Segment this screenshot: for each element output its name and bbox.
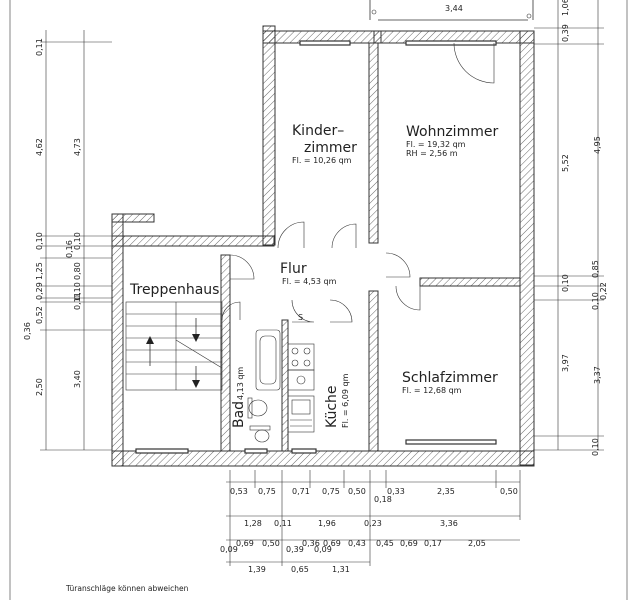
bottom-row-1: 0,53 0,75 0,71 0,75 0,50 0,33 2,35 0,50 … (230, 487, 518, 504)
dim-right-5: 0,10 (591, 292, 600, 310)
dim-b1-3: 0,75 (322, 487, 340, 496)
dim-b2-4: 3,36 (440, 519, 458, 528)
dim-left-1: 4,62 (35, 138, 44, 156)
dim-b4-2: 1,31 (332, 565, 350, 574)
kitchen-fixtures: S (287, 313, 315, 433)
dim-right-4: 0,85 (591, 260, 600, 278)
dim-left-12: 0,52 (35, 306, 44, 324)
schlafzimmer-name: Schlafzimmer (402, 370, 498, 386)
kinderzimmer-name-1: Kinder– (292, 123, 344, 139)
door-swing-note: Türanschläge können abweichen (66, 584, 189, 593)
bottom-row-2: 1,28 0,11 1,96 0,23 3,36 (244, 519, 458, 528)
right-dimension-lines (534, 0, 604, 451)
dim-b1-7: 0,50 (500, 487, 518, 496)
dim-b1-0: 0,53 (230, 487, 248, 496)
dim-b3-3: 0,69 (323, 539, 341, 548)
dim-right-0: 0,39 (561, 24, 570, 42)
flur-name: Flur (280, 261, 307, 277)
dim-left-6: 1,25 (35, 262, 44, 280)
dim-right-1: 5,52 (561, 154, 570, 172)
dim-left-0: 0,11 (35, 38, 44, 56)
dim-b2-3: 0,23 (364, 519, 382, 528)
dim-left-11: 0,36 (23, 322, 32, 340)
dim-b3-8: 2,05 (468, 539, 486, 548)
dim-left-13: 2,50 (35, 378, 44, 396)
dim-b2-1: 0,11 (274, 519, 292, 528)
dim-right-9: 0,10 (591, 438, 600, 456)
dim-b3-5: 0,45 (376, 539, 394, 548)
kueche-name: Küche (324, 385, 340, 428)
dim-b3-2: 0,36 (302, 539, 320, 548)
dim-right-2: 4,95 (593, 136, 602, 154)
bottom-dimension-lines (226, 470, 521, 566)
bottom-row-4: 1,39 0,65 1,31 (248, 565, 350, 574)
kueche-area: Fl. = 6,09 qm (341, 373, 350, 428)
dim-right-7: 3,97 (561, 354, 570, 372)
dim-b1-6: 2,35 (437, 487, 455, 496)
bathroom-fixtures (247, 329, 281, 443)
wohnzimmer-area: Fl. = 19,32 qm (406, 140, 466, 149)
dim-b3-0: 0,69 (236, 539, 254, 548)
dim-b1-4: 0,50 (348, 487, 366, 496)
dim-left-10: 0,11 (73, 292, 82, 310)
outer-walls (111, 25, 535, 467)
wohnzimmer-name: Wohnzimmer (406, 124, 498, 140)
dim-b4-1: 0,65 (291, 565, 309, 574)
dim-left-4: 0,16 (65, 240, 74, 258)
dim-right-3: 0,10 (561, 274, 570, 292)
dim-b1-1: 0,75 (258, 487, 276, 496)
wohnzimmer-height: RH = 2,56 m (406, 149, 458, 158)
dim-b3-9: 0,09 (220, 545, 238, 554)
dim-b4-0: 1,39 (248, 565, 266, 574)
dim-left-8: 0,29 (35, 282, 44, 300)
dim-right-6: 0,22 (599, 282, 608, 300)
bad-name: Bad (231, 401, 247, 428)
kitchen-mark: S (298, 313, 303, 322)
left-dimensions: 0,11 4,62 4,73 0,10 0,16 0,10 1,25 0,80 … (23, 38, 82, 396)
dim-b3-11: 0,09 (314, 545, 332, 554)
dim-left-14: 3,40 (73, 370, 82, 388)
kinderzimmer-name-2: zimmer (304, 140, 357, 156)
dim-b3-4: 0,43 (348, 539, 366, 548)
dim-left-9: 0,10 (73, 282, 82, 300)
balcony-dim: 3,44 (445, 4, 463, 13)
left-dimension-lines (40, 30, 112, 451)
dim-b3-6: 0,69 (400, 539, 418, 548)
dim-left-5: 0,10 (73, 232, 82, 250)
dim-b2-2: 1,96 (318, 519, 336, 528)
kinderzimmer-area: Fl. = 10,26 qm (292, 156, 352, 165)
right-dimensions: 0,39 5,52 4,95 0,10 0,85 0,10 0,22 3,97 … (561, 24, 608, 456)
bottom-row-3: 0,69 0,50 0,36 0,69 0,43 0,45 0,69 0,17 … (220, 539, 486, 554)
stairs (125, 301, 223, 391)
dim-b1-8: 0,18 (374, 495, 392, 504)
flur-area: Fl. = 4,53 qm (282, 277, 337, 286)
balcony: 3,44 (369, 0, 534, 21)
dim-b3-1: 0,50 (262, 539, 280, 548)
dim-left-2: 4,73 (73, 138, 82, 156)
dim-b3-10: 0,39 (286, 545, 304, 554)
bad-area: 4,13 qm (236, 367, 245, 400)
dim-b1-5: 0,33 (387, 487, 405, 496)
dim-left-3: 0,10 (35, 232, 44, 250)
dim-b3-7: 0,17 (424, 539, 442, 548)
doors (221, 42, 495, 323)
treppenhaus-name: Treppenhaus (129, 282, 219, 298)
dim-right-8: 3,37 (593, 366, 602, 384)
dim-left-7: 0,80 (73, 262, 82, 280)
windows (135, 40, 497, 454)
dim-right-top: 1,06 (561, 0, 570, 16)
dim-b1-2: 0,71 (292, 487, 310, 496)
schlafzimmer-area: Fl. = 12,68 qm (402, 386, 462, 395)
dim-b2-0: 1,28 (244, 519, 262, 528)
